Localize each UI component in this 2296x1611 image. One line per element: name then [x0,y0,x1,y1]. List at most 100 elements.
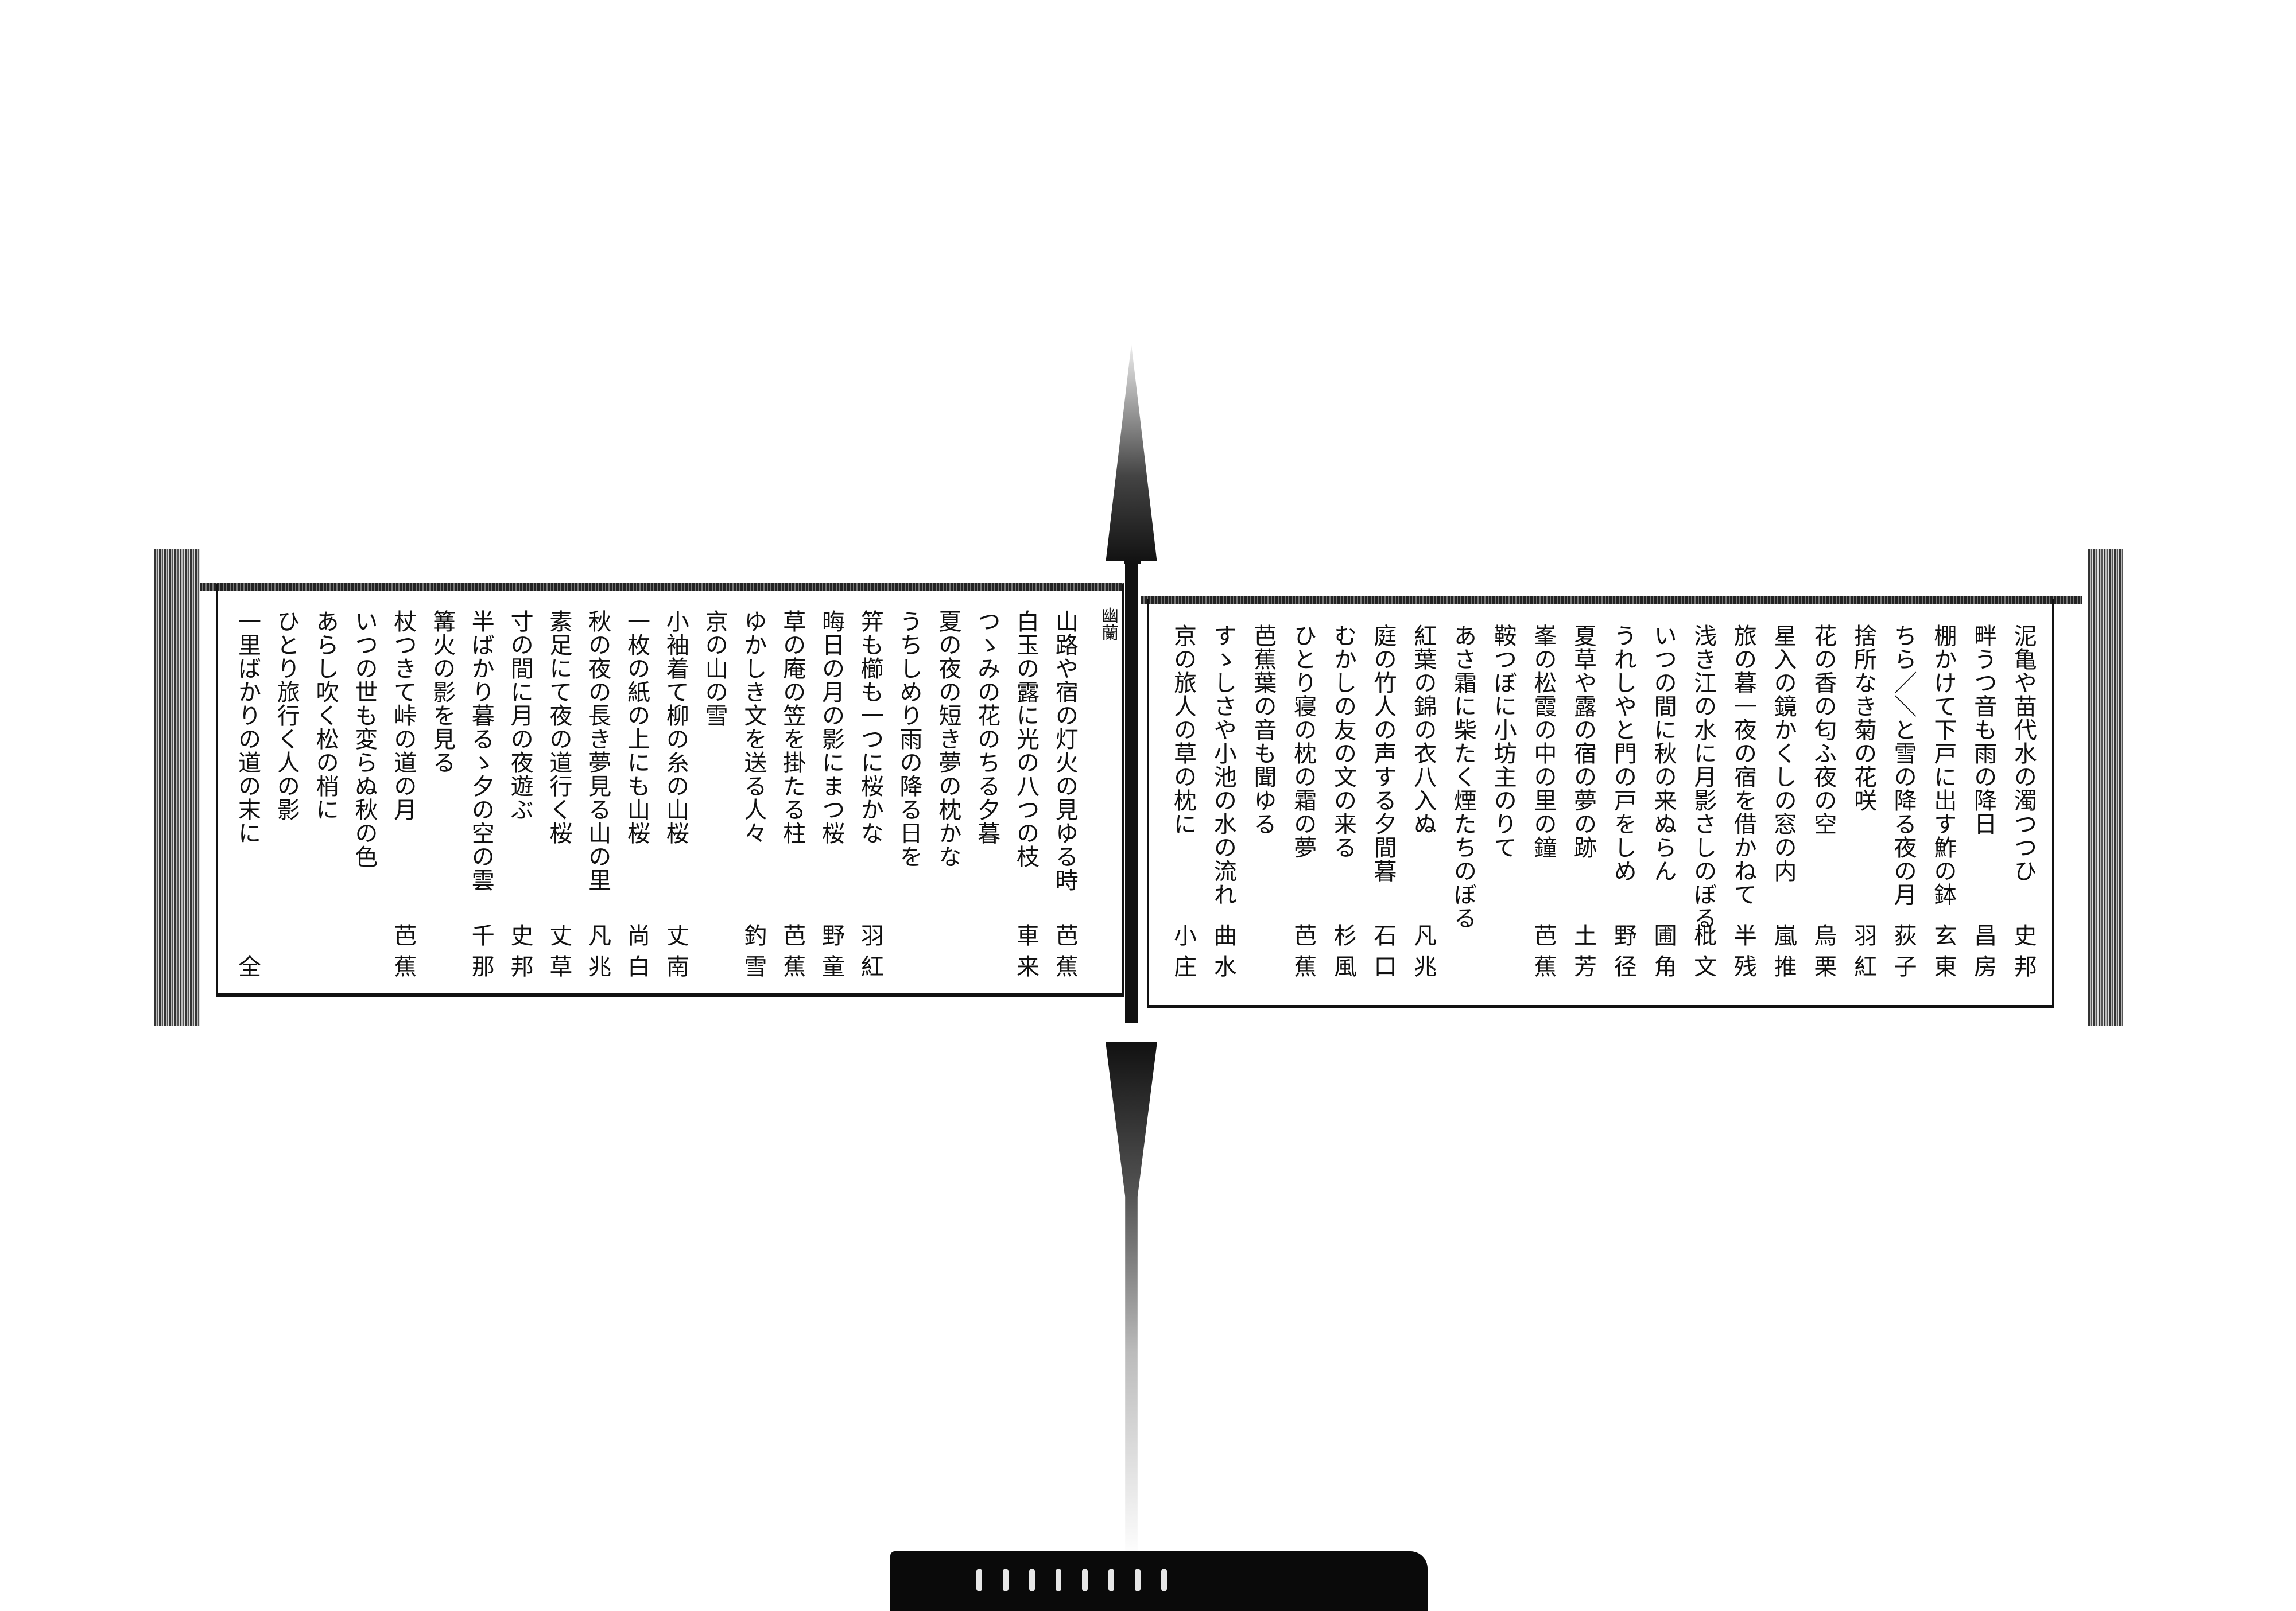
author-name: 車来 [1012,923,1039,985]
verse-text: 篝火の影を見る [428,610,455,774]
verse-column: 篝火の影を見る [423,610,461,985]
upper-binding-arrow [1106,344,1157,564]
author-name: 土芳 [1570,923,1597,985]
verse-column: うちしめり雨の降る日を [890,610,928,985]
author-name: 芭蕉 [779,923,806,985]
verse-column: 夏の夜の短き夢の枕かな [929,610,967,985]
verse-text: 鞍つぼに小坊主のりて [1490,624,1517,859]
verse-column: 捨所なき菊の花咲羽紅 [1844,624,1882,985]
author-name: 曲水 [1209,923,1236,985]
right-page: 泥亀や苗代水の濁つつひ史邦畔うつ音も雨の降日昌房棚かけて下戸に出す鮓の鉢玄東ちら… [1141,561,2082,1014]
verse-text: 秋の夜の長き夢見る山の里 [584,610,611,892]
verse-text: 晦日の月の影にまつ桜 [817,610,844,845]
verse-column: うれしやと門の戸をしめ野径 [1604,624,1642,985]
verse-text: 畔うつ音も雨の降日 [1970,624,1997,836]
left-page-heading: 幽蘭 [1098,607,1118,641]
left-page-frame [216,584,1124,997]
verse-column: 京の旅人の草の枕に小庄 [1164,624,1202,985]
author-name: 凡兆 [584,923,611,985]
lower-binding-arrow [1106,1042,1157,1558]
verse-text: 白玉の露に光の八つの枝 [1012,610,1039,868]
right-page-columns: 泥亀や苗代水の濁つつひ史邦畔うつ音も雨の降日昌房棚かけて下戸に出す鮓の鉢玄東ちら… [1164,624,2042,985]
verse-text: 峯の松霞の中の里の鐘 [1530,624,1557,859]
verse-text: 京の旅人の草の枕に [1170,624,1196,836]
author-name: 石口 [1370,923,1397,985]
verse-column: 浅き江の水に月影さしのぼる枇文 [1684,624,1722,985]
open-book: 幽蘭 山路や宿の灯火の見ゆる時芭蕉白玉の露に光の八つの枝車来 つゝみの花のちる夕暮… [154,549,2123,1026]
verse-column: いつの間に秋の来ぬらん圃角 [1644,624,1682,985]
verse-text: 小袖着て柳の糸の山桜 [662,610,689,845]
author-name: 野童 [817,923,844,985]
verse-column: ゆかしき文を送る人々釣雪 [734,610,772,985]
verse-column: 旅の暮一夜の宿を借かねて半残 [1724,624,1762,985]
verse-column: 棚かけて下戸に出す鮓の鉢玄東 [1924,624,1962,985]
verse-column: 山路や宿の灯火の見ゆる時芭蕉 [1046,610,1084,985]
author-name: 小庄 [1170,923,1196,985]
verse-text: 寸の間に月の夜遊ぶ [506,610,533,821]
verse-column: 晦日の月の影にまつ桜野童 [812,610,850,985]
verse-text: 草の庵の笠を掛たる柱 [779,610,806,845]
verse-column: 鞍つぼに小坊主のりて [1484,624,1522,985]
verse-column: ちら／＼と雪の降る夜の月荻子 [1884,624,1922,985]
author-name: 羽紅 [856,923,883,985]
left-page: 幽蘭 山路や宿の灯火の見ゆる時芭蕉白玉の露に光の八つの枝車来 つゝみの花のちる夕暮… [200,561,1124,1014]
verse-column: 秋の夜の長き夢見る山の里凡兆 [579,610,616,985]
verse-text: うれしやと門の戸をしめ [1609,624,1636,883]
verse-column: いつの世も変らぬ秋の色 [345,610,383,985]
right-page-edge [2088,549,2123,1026]
author-name: 圃角 [1650,923,1677,985]
verse-text: ひとり寝の枕の霜の夢 [1290,624,1317,859]
verse-text: 紅葉の錦の衣八入ぬ [1410,624,1437,836]
author-name: 芭蕉 [390,923,417,985]
verse-text: 一里ばかりの道の末に [234,610,261,845]
left-page-columns: 山路や宿の灯火の見ゆる時芭蕉白玉の露に光の八つの枝車来 つゝみの花のちる夕暮夏の夜… [228,610,1084,985]
verse-text: 素足にて夜の道行く桜 [545,610,572,845]
verse-text: 芭蕉葉の音も聞ゆる [1250,624,1277,836]
verse-column: あらし吹く松の梢に [307,610,344,985]
verse-column: 泥亀や苗代水の濁つつひ史邦 [2004,624,2042,985]
verse-text: 旅の暮一夜の宿を借かねて [1729,624,1756,906]
verse-text: 夏草や露の宿の夢の跡 [1570,624,1597,859]
author-name: 芭蕉 [1290,923,1317,985]
scan-counter-block [890,1551,1428,1611]
verse-column: むかしの友の文の来る杉風 [1324,624,1362,985]
verse-text: あらし吹く松の梢に [312,610,339,821]
author-name: 烏栗 [1810,923,1837,985]
author-name: 丈南 [662,923,689,985]
verse-column: 芭蕉葉の音も聞ゆる [1244,624,1282,985]
author-name: 丈草 [545,923,572,985]
verse-column: あさ霜に柴たく煙たちのぼる [1444,624,1482,985]
verse-text: ちら／＼と雪の降る夜の月 [1890,624,1917,906]
author-name: 半残 [1729,923,1756,985]
verse-text: 庭の竹人の声する夕間暮 [1370,624,1397,883]
verse-column: すゝしさや小池の水の流れ曲水 [1204,624,1242,985]
author-name: 芭蕉 [1530,923,1557,985]
verse-column: 夏草や露の宿の夢の跡土芳 [1564,624,1602,985]
author-name: 芭蕉 [1051,923,1078,985]
verse-column: 笄も櫛も一つに桜かな羽紅 [851,610,889,985]
author-name: 羽紅 [1849,923,1876,985]
verse-text: 捨所なき菊の花咲 [1849,624,1876,812]
verse-text: すゝしさや小池の水の流れ [1209,624,1236,906]
verse-column: 寸の間に月の夜遊ぶ史邦 [501,610,539,985]
verse-text: いつの間に秋の来ぬらん [1650,624,1677,883]
author-name: 枇文 [1690,923,1717,985]
verse-column: ひとり寝の枕の霜の夢芭蕉 [1284,624,1322,985]
book-spine [1125,564,1138,1023]
verse-text: 京の山の雪 [701,610,728,727]
author-name: 野径 [1609,923,1636,985]
author-name: 釣雪 [740,923,767,985]
author-name: 尚白 [623,923,650,985]
author-name: 昌房 [1970,923,1997,985]
verse-text: あさ霜に柴たく煙たちのぼる [1449,624,1476,930]
author-name: 史邦 [2010,923,2037,985]
verse-column: 素足にて夜の道行く桜丈草 [540,610,577,985]
verse-column: 峯の松霞の中の里の鐘芭蕉 [1524,624,1562,985]
author-name: 凡兆 [1410,923,1437,985]
verse-column: 小袖着て柳の糸の山桜丈南 [657,610,695,985]
verse-text: いつの世も変らぬ秋の色 [351,610,378,868]
verse-column: ひとり旅行く人の影 [267,610,305,985]
verse-text: つゝみの花のちる夕暮 [974,610,1000,845]
verse-column: 庭の竹人の声する夕間暮石口 [1364,624,1402,985]
author-name: 玄東 [1930,923,1957,985]
